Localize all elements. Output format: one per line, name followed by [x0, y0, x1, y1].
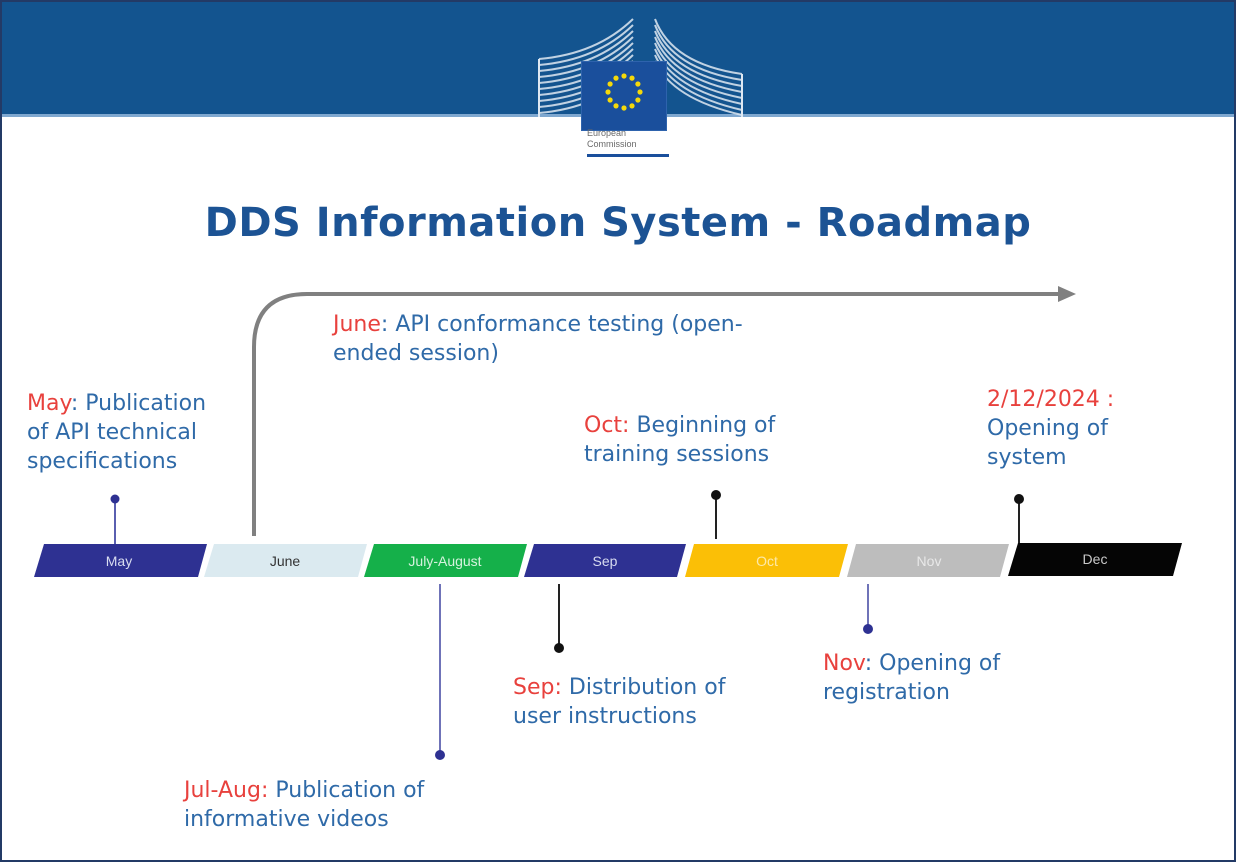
segment-nov [847, 544, 1009, 577]
logo-underline [587, 154, 669, 157]
milestone-lead: Oct: [584, 413, 630, 438]
segment-oct [685, 544, 848, 577]
may-marker-dot [110, 494, 120, 504]
milestone-text: informative videos [184, 807, 389, 832]
eu-flag-icon [581, 61, 667, 131]
segment-label-nov: Nov [916, 553, 942, 569]
milestone-text: training sessions [584, 442, 770, 467]
ongoing-arrow [252, 286, 1076, 536]
milestone-text: Beginning of [636, 413, 776, 438]
milestone-text: user instructions [513, 704, 697, 729]
milestone-nov: Nov: Opening of registration [823, 649, 1000, 707]
milestone-text: API conformance testing (open- [395, 312, 743, 337]
milestone-sep [562, 675, 569, 700]
milestone-jul-aug: Jul-Aug: Publication of informative vide… [184, 776, 424, 834]
page-title: DDS Information System - Roadmap [204, 200, 1032, 246]
milestone-lead: Sep: [513, 675, 562, 700]
milestone-sep: Sep: Distribution of user instructions [513, 673, 725, 731]
milestone-lead: May [27, 391, 71, 416]
milestone-sep: : [70, 391, 86, 416]
segment-label-sep: Sep [592, 553, 618, 569]
milestone-text: Opening of [987, 416, 1108, 441]
milestone-june: June: API conformance testing (open- end… [333, 310, 743, 368]
logo-text: European Commission [587, 128, 637, 150]
sep-marker-dot [554, 643, 564, 653]
milestone-lead: June [333, 312, 381, 337]
jul-aug-marker-dot [435, 750, 445, 760]
milestone-text: specifications [27, 449, 178, 474]
milestone-sep: : [380, 312, 396, 337]
segment-label-dec: Dec [1082, 551, 1108, 567]
oct-marker-dot [711, 490, 721, 500]
european-commission-logo: European Commission [537, 14, 747, 162]
dec-marker-dot [1014, 494, 1024, 504]
segment-label-may: May [105, 553, 133, 569]
milestone-lead: Nov [823, 651, 865, 676]
milestone-oct: Oct: Beginning of training sessions [584, 411, 775, 469]
segment-may [34, 544, 207, 577]
milestone-text: Distribution of [568, 675, 726, 700]
milestone-text: of API technical [27, 420, 197, 445]
milestone-may: May: Publication of API technical specif… [27, 389, 206, 476]
segment-dec [1008, 543, 1182, 576]
milestone-dec: 2/12/2024 : Opening of system [987, 385, 1114, 472]
milestone-text: Publication [85, 391, 207, 416]
milestone-text: ended session) [333, 341, 499, 366]
logo-line-2: Commission [587, 139, 637, 149]
milestone-text: registration [823, 680, 950, 705]
segment-label-oct: Oct [756, 553, 778, 569]
milestone-text: Publication of [275, 778, 425, 803]
segment-july-august [364, 544, 527, 577]
segment-label-july-august: July-August [408, 553, 482, 569]
milestone-text: Opening of [879, 651, 1001, 676]
logo-line-1: European [587, 128, 627, 138]
connectors [110, 490, 1024, 760]
milestone-sep: : [864, 651, 880, 676]
nov-marker-dot [863, 624, 873, 634]
segment-june [204, 544, 367, 577]
milestone-text: system [987, 445, 1067, 470]
milestone-lead: 2/12/2024 : [987, 387, 1115, 412]
timeline-bar [34, 543, 1182, 577]
milestone-lead: Jul-Aug: [184, 778, 269, 803]
segment-sep [524, 544, 686, 577]
segment-label-june: June [269, 553, 301, 569]
